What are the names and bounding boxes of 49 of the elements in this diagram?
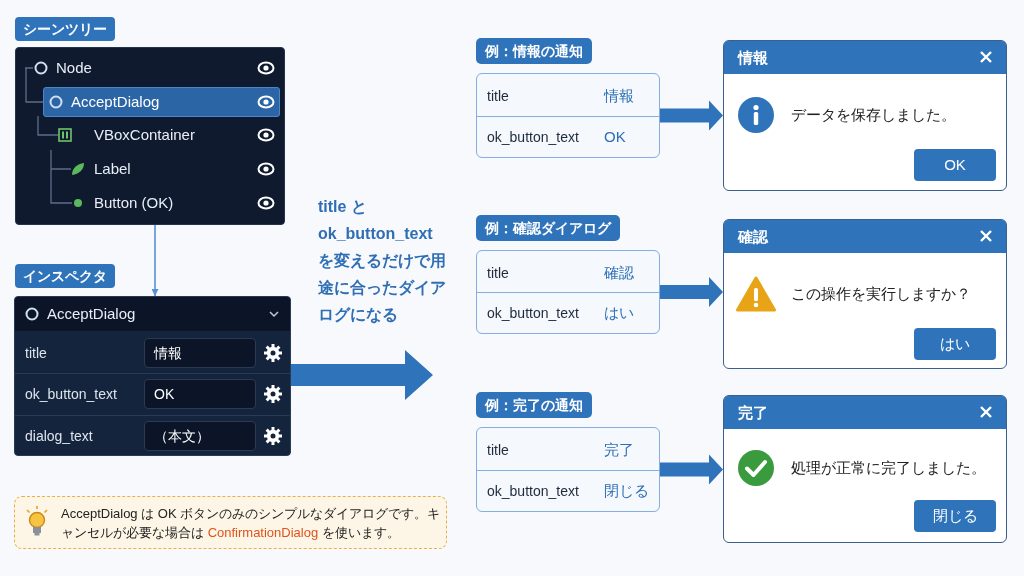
tree-item-label: VBoxContainer [94,125,195,145]
caption-text: title と ok_button_text を変えるだけで用途に合ったダイアログになる [318,197,447,326]
note-text: AcceptDialog は OK ボタンのみのシンプルなダイアログです。キャンセルが必要な場合は ConfirmationDialog を使います。 [61,505,442,542]
dialog-button: はい [914,328,996,360]
input-field: 情報 [144,338,256,368]
property-name: ok_button_text [487,128,579,147]
title-bar: 完了 [724,396,1006,429]
title-bar: 確認 [724,220,1006,253]
input-field: OK [144,379,256,409]
title-bar: 情報 [724,41,1006,74]
arrow [151,224,159,297]
tree-item-label: Label [94,159,131,179]
property-name: title [487,87,509,106]
property-value: 確認 [604,263,634,283]
property-name: ok_button_text [25,385,117,404]
property-value: はい [604,303,634,323]
dialog-window [723,40,1007,191]
input-field: （本文） [144,421,256,451]
dialog-window [723,219,1007,369]
message-text: 処理が正常に完了しました。 [791,458,986,478]
property-name: ok_button_text [487,482,579,501]
property-value: 情報 [604,86,634,106]
message-text: この操作を実行しますか？ [791,284,971,304]
heading-tag: インスペクタ [15,264,115,288]
message-text: データを保存しました。 [791,105,956,125]
dialog-window [723,395,1007,543]
dialog-button: 閉じる [914,500,996,532]
selected-row: AcceptDialog [43,87,280,117]
tree-item-label: Node [56,58,92,78]
panel-title: AcceptDialog [47,304,136,324]
property-name: ok_button_text [487,304,579,323]
property-name: title [487,264,509,283]
heading-tag: 例：確認ダイアログ [476,215,620,241]
property-name: dialog_text [25,427,93,446]
heading-tag: 例：完了の通知 [476,392,592,418]
note-box [14,496,447,549]
heading-tag: シーンツリー [15,17,115,41]
property-value: 完了 [604,440,634,460]
arrow [660,454,723,485]
property-value: 閉じる [604,481,649,501]
dialog-button: OK [914,149,996,181]
property-value: OK [604,127,626,147]
property-name: title [25,344,47,363]
property-name: title [487,441,509,460]
arrow [660,100,723,131]
heading-tag: 例：情報の通知 [476,38,592,64]
tree-item-label: Button (OK) [94,193,174,213]
arrow [291,350,433,400]
arrow [660,277,723,307]
